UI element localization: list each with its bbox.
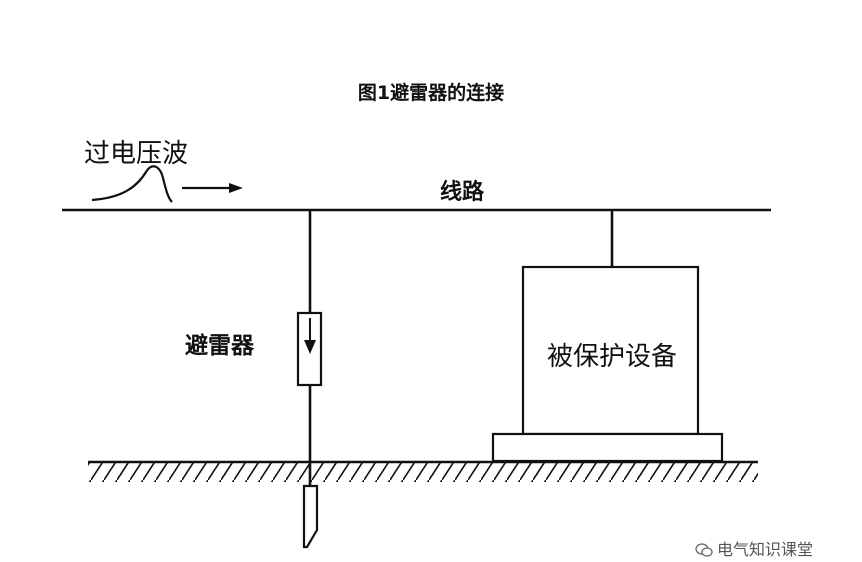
arrester-arrow-icon: [304, 340, 316, 354]
protected-equipment-box: [521, 265, 700, 436]
overvoltage-wave-label: 过电压波: [84, 139, 189, 169]
protected-equipment-label: 被保护设备: [546, 342, 677, 372]
arrester-label: 避雷器: [185, 333, 254, 359]
watermark: 电气知识课堂: [695, 536, 813, 560]
wechat-icon: [695, 543, 713, 557]
watermark-text: 电气知识课堂: [717, 540, 814, 559]
ground-electrode: [302, 484, 319, 549]
figure-title: 图1避雷器的连接: [357, 82, 505, 104]
ground-hatching: [88, 462, 758, 482]
surge-wave-shape: [91, 165, 173, 203]
equipment-base: [491, 432, 724, 463]
arrow-head-icon: [229, 183, 243, 193]
line-label: 线路: [440, 180, 485, 205]
